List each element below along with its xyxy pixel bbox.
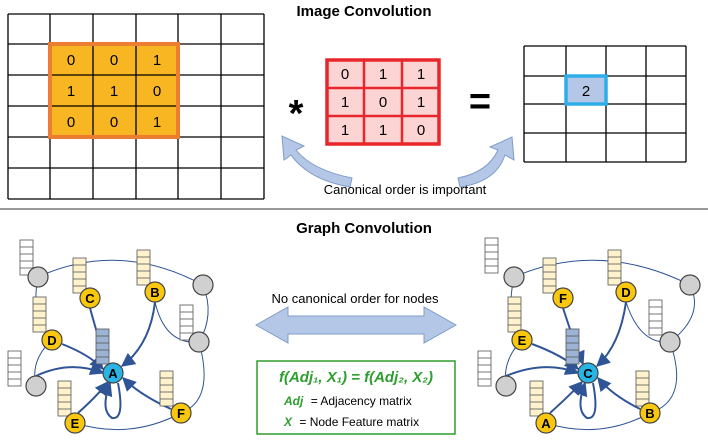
kernel-cell: 1 [379,122,387,139]
svg-text:F: F [177,406,185,421]
patch-cell: 0 [67,52,75,69]
feature-vector [484,237,499,274]
feature-vector [477,350,492,387]
kernel-cell: 0 [417,122,425,139]
svg-text:A: A [541,416,551,431]
curved-arrow-right [457,136,515,188]
feature-vector [32,296,47,333]
kernel-cell: 1 [379,66,387,83]
graph-node-unlabeled [659,331,681,353]
graph-convolution-title: Graph Convolution [296,220,432,237]
patch-cell: 1 [153,52,161,69]
output-value: 2 [582,83,590,100]
output-cell [564,74,608,106]
graph-node-unlabeled [679,274,701,296]
feature-vector [57,380,72,417]
left-graph: A B C D E F [7,239,214,434]
graph-node-unlabeled [503,266,525,288]
no-canonical-order-caption: No canonical order for nodes [272,291,439,306]
feature-vector [635,370,650,407]
patch-cell: 1 [67,83,75,100]
svg-text:D: D [621,285,630,300]
svg-text:B: B [150,285,159,300]
kernel-cell: 0 [341,66,349,83]
kernel-cell: 1 [341,94,349,111]
svg-text:E: E [71,416,80,431]
graph-node-b: B [144,281,166,303]
input-image-grid: 0 0 1 1 1 0 0 0 1 [7,13,265,200]
feature-vector [607,249,622,286]
svg-text:F: F [559,291,567,306]
svg-text:B: B [645,406,654,421]
graph-node-c: C [577,362,599,384]
feature-vector [648,299,663,336]
right-graph: A B C D E F [477,237,701,434]
graph-node-unlabeled [188,331,210,353]
patch-cell: 0 [110,114,118,131]
patch-cell: 0 [153,83,161,100]
graph-node-d: D [615,281,637,303]
graph-node-f: F [552,287,574,309]
kernel-cell: 0 [379,94,387,111]
multiply-symbol: * [289,93,304,135]
patch-cell: 0 [110,52,118,69]
svg-text:A: A [108,366,118,381]
formula-box: f(Adj₁, X₁) = f(Adj₂, X₂) Adj = Adjacenc… [256,360,456,435]
svg-text:C: C [583,366,593,381]
x-definition: X = Node Feature matrix [283,415,419,429]
double-arrow [254,306,458,344]
canonical-order-caption: Canonical order is important [324,182,487,197]
feature-vector [72,257,87,294]
feature-vector [565,328,580,365]
graph-node-unlabeled [25,375,47,397]
svg-text:E: E [518,333,527,348]
graph-node-d: D [41,329,63,351]
input-patch-fill [50,44,178,137]
patch-cell: 0 [67,114,75,131]
graph-node-e: E [511,329,533,351]
adj-definition: Adj = Adjacency matrix [283,394,412,408]
formula-equation: f(Adj₁, X₁) = f(Adj₂, X₂) [279,369,433,386]
feature-vector [529,380,544,417]
feature-vector [542,257,557,294]
graph-node-unlabeled [27,266,49,288]
patch-cell: 1 [153,114,161,131]
graph-node-f: F [170,402,192,424]
svg-text:D: D [47,333,56,348]
graph-node-a: A [535,412,557,434]
curved-arrow-left [281,135,353,188]
patch-cell: 1 [110,83,118,100]
kernel-cell: 1 [417,94,425,111]
feature-vector [95,328,110,365]
svg-text:C: C [85,291,95,306]
graph-node-b: B [639,402,661,424]
graph-node-a: A [102,362,124,384]
output-image-grid: 2 [523,45,687,163]
feature-vector [179,304,194,341]
kernel-cell: 1 [417,66,425,83]
kernel-cell: 1 [341,122,349,139]
feature-vector [507,296,522,333]
graph-node-c: C [79,287,101,309]
feature-vector [19,239,34,276]
graph-node-unlabeled [495,375,517,397]
input-patch-border [48,42,180,139]
feature-vector [7,350,22,387]
equals-symbol: = [469,81,491,123]
feature-vector [159,370,174,407]
graph-node-e: E [64,412,86,434]
kernel-matrix: 0 1 1 1 0 1 1 1 0 [325,58,441,146]
feature-vector [136,249,151,286]
image-convolution-title: Image Convolution [297,3,432,20]
graph-node-unlabeled [192,274,214,296]
